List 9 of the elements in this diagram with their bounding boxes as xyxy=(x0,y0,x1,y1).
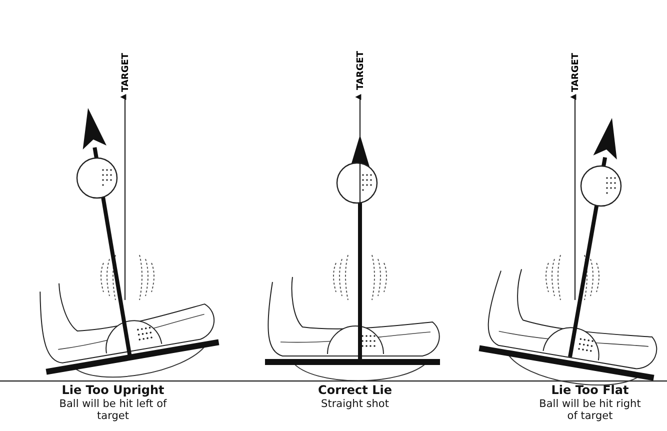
target-label: TARGET xyxy=(571,52,581,92)
caption-text: Ball will be hit right of target xyxy=(538,399,642,422)
caption-heading: Lie Too Upright xyxy=(60,384,166,398)
caption-heading: Lie Too Flat xyxy=(550,384,630,398)
caption-heading: Correct Lie xyxy=(317,384,393,398)
target-label: TARGET xyxy=(121,52,131,92)
target-label: TARGET xyxy=(356,50,366,90)
caption-text: Straight shot xyxy=(320,399,390,411)
caption-text: Ball will be hit left of target xyxy=(58,399,168,422)
